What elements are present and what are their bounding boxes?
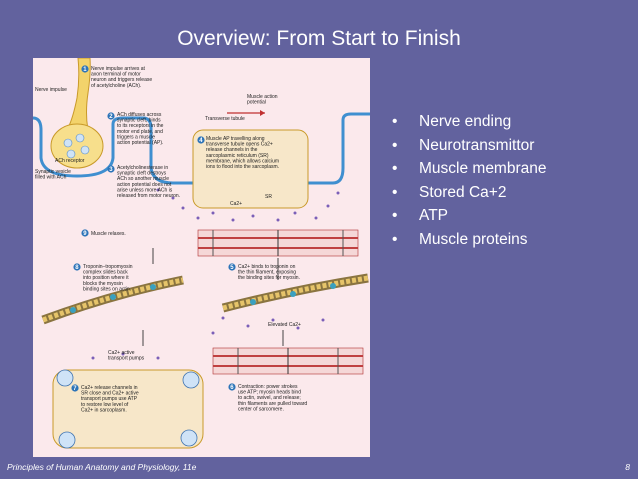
slide-title: Overview: From Start to Finish bbox=[177, 27, 461, 50]
svg-text:8: 8 bbox=[75, 265, 79, 271]
axon-terminal bbox=[50, 123, 104, 169]
bullet-item: •Neurotransmittor bbox=[392, 136, 535, 154]
step-numbers: 1 2 3 4 5 6 7 8 9 bbox=[71, 65, 236, 392]
ca-label: Ca2+ bbox=[230, 201, 242, 207]
svg-text:2: 2 bbox=[109, 114, 113, 120]
nerve-impulse-label: Nerve impulse bbox=[35, 87, 67, 93]
bullet-item: •Muscle proteins bbox=[392, 230, 528, 248]
bullet-list: •Nerve ending •Neurotransmittor •Muscle … bbox=[392, 110, 547, 251]
bullet-item: •ATP bbox=[392, 207, 448, 224]
calcium-pumps bbox=[56, 369, 200, 449]
sr-with-pumps bbox=[52, 369, 204, 449]
thin-filament-blocked bbox=[41, 275, 184, 325]
figure-illustration: 1 2 3 4 5 6 7 8 9 Nerve impulse Nerve im… bbox=[33, 58, 370, 449]
bullet-item: •Nerve ending bbox=[392, 113, 512, 130]
sarcoplasmic-reticulum bbox=[192, 129, 309, 209]
step9-text: Muscle relaxes. bbox=[91, 231, 126, 237]
ach-receptor-label: ACh receptor bbox=[55, 158, 85, 164]
svg-text:9: 9 bbox=[83, 231, 87, 237]
elevated-ca-label: Elevated Ca2+ bbox=[268, 322, 301, 328]
svg-text:3: 3 bbox=[109, 167, 113, 173]
svg-text:6: 6 bbox=[230, 385, 234, 391]
calcium-ions bbox=[91, 188, 340, 360]
flow-arrows bbox=[142, 248, 284, 346]
sarcolemma bbox=[33, 112, 370, 185]
bullet-item: •Stored Ca+2 bbox=[392, 183, 507, 201]
svg-text:1: 1 bbox=[83, 67, 87, 73]
sr-label: SR bbox=[265, 194, 272, 200]
bullet-item: •Muscle membrane bbox=[392, 160, 547, 177]
transverse-tubule-label: Transverse tubule bbox=[205, 116, 245, 122]
svg-text:7: 7 bbox=[73, 386, 77, 392]
muscle-contraction-figure: 1 2 3 4 5 6 7 8 9 Nerve impulse Nerve im… bbox=[33, 58, 370, 457]
svg-text:5: 5 bbox=[230, 265, 234, 271]
myofibril-relaxed bbox=[197, 229, 359, 257]
page-number: 8 bbox=[625, 462, 630, 472]
svg-text:4: 4 bbox=[199, 138, 203, 144]
footer-citation: Principles of Human Anatomy and Physiolo… bbox=[7, 462, 197, 472]
myofibril-contracted bbox=[212, 347, 364, 375]
thin-filament-exposed bbox=[221, 273, 369, 313]
